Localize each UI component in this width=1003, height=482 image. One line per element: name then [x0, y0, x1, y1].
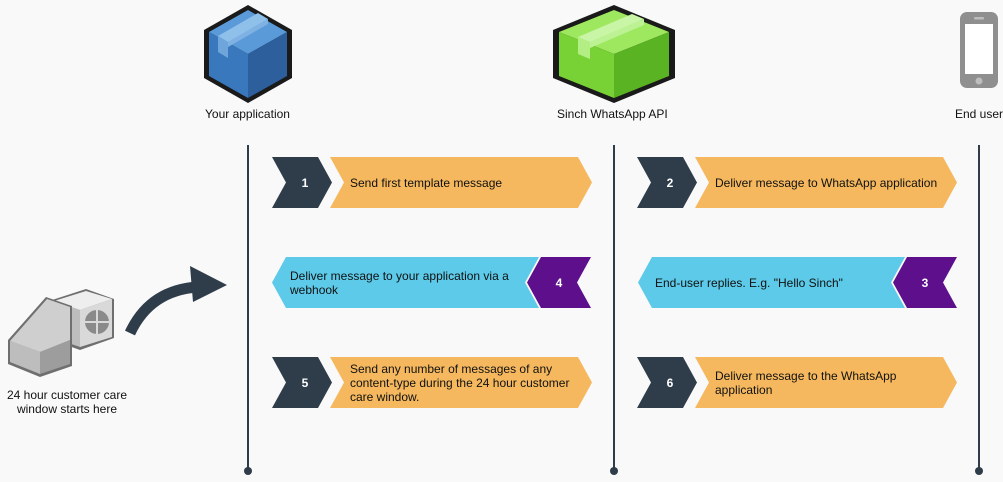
- curved-arrow-icon: [125, 266, 227, 336]
- green-box-icon: [553, 5, 675, 103]
- step-number: 2: [666, 175, 674, 190]
- step-number: 6: [666, 375, 674, 390]
- step-text: Deliver message to WhatsApp application: [715, 175, 938, 190]
- actor-label-app: Your application: [205, 107, 290, 121]
- step-6-arrow: [637, 357, 957, 408]
- step-text: End-user replies. E.g. "Hello Sinch": [655, 275, 843, 290]
- step-number: 4: [555, 275, 563, 290]
- step-number: 5: [301, 375, 309, 390]
- step-number: 3: [921, 275, 929, 290]
- step-4-arrow: [272, 257, 591, 308]
- step-2-arrow: [637, 157, 957, 208]
- window-starts-icon: [8, 289, 114, 377]
- step-1-arrow: [272, 157, 592, 208]
- lifeline-app: [244, 145, 252, 475]
- step-text: Send any number of messages of any conte…: [350, 361, 570, 404]
- actor-label-user: End user: [955, 107, 1003, 121]
- actor-label-api: Sinch WhatsApp API: [557, 107, 668, 121]
- blue-box-icon: [204, 5, 292, 103]
- step-3-arrow: [638, 257, 957, 308]
- mobile-phone-icon: [960, 12, 998, 88]
- step-text: Send first template message: [350, 175, 503, 190]
- step-number: 1: [301, 175, 309, 190]
- lifeline-user: [975, 145, 983, 475]
- step-5-arrow: [272, 357, 592, 408]
- step-text: Deliver message to your application via …: [290, 268, 509, 297]
- lifeline-api: [610, 145, 618, 475]
- window-note: 24 hour customer care window starts here: [6, 388, 128, 416]
- step-text: Deliver message to the WhatsApp applicat…: [715, 368, 897, 397]
